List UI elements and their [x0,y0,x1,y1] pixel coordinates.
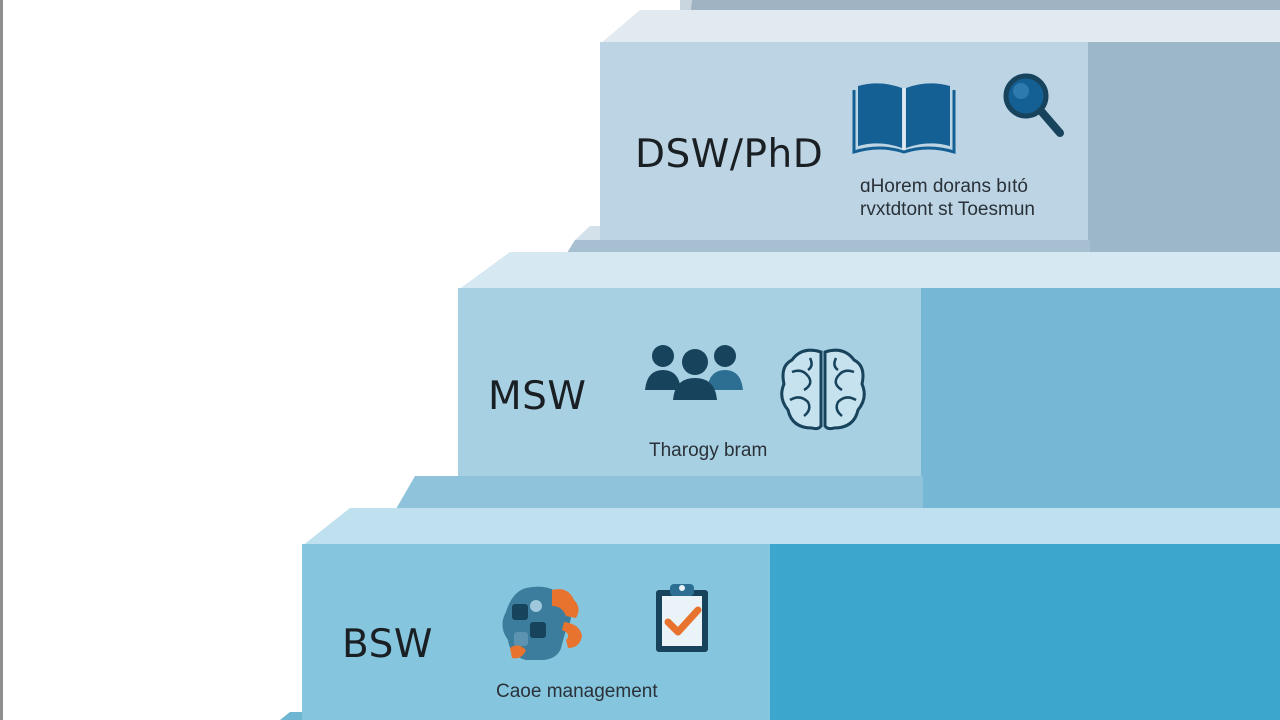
msw-caption: Tharogy bram [649,440,768,461]
clipboard-check-icon [656,584,708,652]
dsw-step-side-face [1088,42,1280,278]
msw-level-title: MSW [488,374,587,419]
dsw-phd-caption-line-1: ɑHorem dorans bıtó [860,176,1028,197]
bsw-step-bottom-lip [280,712,302,720]
dsw-step-front-face [600,42,1090,240]
people-group-icon [645,345,743,400]
dsw-step-ledge-top [575,226,600,240]
dsw-phd-caption-line-2: rvxtdtont st Toesmun [860,199,1035,220]
msw-step-side-face [921,288,1280,516]
bsw-caption: Caoe management [496,681,658,702]
left-border-line [0,0,3,720]
dsw-phd-level-title: DSW/PhD [635,132,824,177]
bsw-step-top-face [302,508,1280,546]
magnifying-glass-icon [1003,73,1064,137]
brain-icon [780,348,866,431]
bsw-step-side-face [770,544,1280,720]
open-book-icon [852,83,956,154]
bsw-level-title: BSW [342,622,433,667]
puzzle-head-icon [502,586,582,660]
msw-step-top-face [458,252,1280,290]
dsw-step-top-face [600,10,1280,44]
